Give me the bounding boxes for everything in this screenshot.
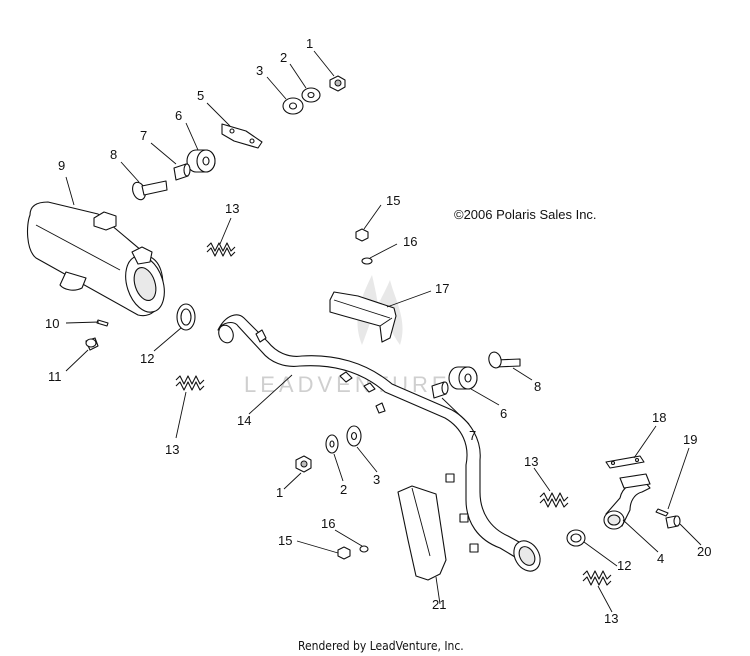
bolt-part-8-mid [488, 351, 521, 369]
callout-1-top: 1 [306, 36, 313, 51]
screw-part-11 [85, 337, 99, 351]
pin-part-19 [655, 508, 669, 517]
callout-19: 19 [683, 432, 697, 447]
spring-part-13-right [539, 492, 569, 508]
washer-part-16-bottom [359, 545, 369, 553]
callout-13-top: 13 [225, 201, 239, 216]
elbow-part-4 [603, 473, 651, 530]
gasket-part-12-left [176, 303, 196, 331]
callout-7-top: 7 [140, 128, 147, 143]
callout-16-top: 16 [403, 234, 417, 249]
callout-6-top: 6 [175, 108, 182, 123]
callout-9: 9 [58, 158, 65, 173]
washer-part-2-top [301, 87, 321, 103]
callout-labels: 1 2 3 5 6 7 8 9 13 15 16 17 10 11 12 13 … [45, 36, 711, 626]
callout-3-top: 3 [256, 63, 263, 78]
head-pipe-part-14 [217, 314, 541, 572]
bolt-part-8-top [132, 180, 168, 201]
muffler-part-9 [26, 201, 165, 317]
callout-17: 17 [435, 281, 449, 296]
gasket-part-18 [605, 455, 645, 469]
callout-13-right: 13 [524, 454, 538, 469]
callout-15-top: 15 [386, 193, 400, 208]
nut-part-1-top [329, 75, 346, 92]
callout-20: 20 [697, 544, 711, 559]
callout-2-mid: 2 [340, 482, 347, 497]
callout-13-left: 13 [165, 442, 179, 457]
callout-5: 5 [197, 88, 204, 103]
spring-part-13-left [175, 375, 205, 391]
callout-12-right: 12 [617, 558, 631, 573]
callout-8-mid: 8 [534, 379, 541, 394]
callout-2-top: 2 [280, 50, 287, 65]
washer-part-3-mid [346, 425, 362, 447]
bushing-part-20 [665, 515, 681, 529]
leader-lines [65, 50, 702, 613]
callout-10: 10 [45, 316, 59, 331]
washer-part-3-top [282, 97, 304, 115]
callout-14: 14 [237, 413, 251, 428]
callout-3-mid: 3 [373, 472, 380, 487]
spring-part-13-bottom [582, 570, 612, 586]
callout-8-top: 8 [110, 147, 117, 162]
copyright-text: ©2006 Polaris Sales Inc. [454, 207, 597, 222]
callout-6-mid: 6 [500, 406, 507, 421]
callout-12-left: 12 [140, 351, 154, 366]
callout-18: 18 [652, 410, 666, 425]
bolt-part-15-bottom [337, 546, 351, 560]
callout-4: 4 [657, 551, 664, 566]
footer-credit: Rendered by LeadVenture, Inc. [298, 639, 464, 653]
heat-shield-part-17 [329, 291, 397, 343]
gasket-part-12-right [566, 529, 586, 547]
callout-1-mid: 1 [276, 485, 283, 500]
callout-11: 11 [48, 369, 62, 384]
callout-15-bottom: 15 [278, 533, 292, 548]
washer-part-2-mid [325, 434, 339, 454]
washer-part-16-top [361, 257, 373, 265]
pin-part-10 [96, 319, 109, 327]
callout-7-mid: 7 [469, 428, 476, 443]
nut-part-1-mid [295, 455, 312, 473]
sleeve-part-7-top [173, 163, 191, 181]
bracket-part-5 [221, 123, 263, 149]
bushing-part-6-mid [448, 366, 478, 390]
callout-13-bottom: 13 [604, 611, 618, 626]
spring-part-13-top [206, 242, 236, 257]
heat-shield-part-21 [397, 485, 447, 581]
bolt-part-15-top [355, 228, 369, 242]
callout-21: 21 [432, 597, 446, 612]
callout-16-bottom: 16 [321, 516, 335, 531]
sleeve-part-7-mid [431, 381, 449, 399]
bushing-part-6-top [186, 149, 216, 173]
